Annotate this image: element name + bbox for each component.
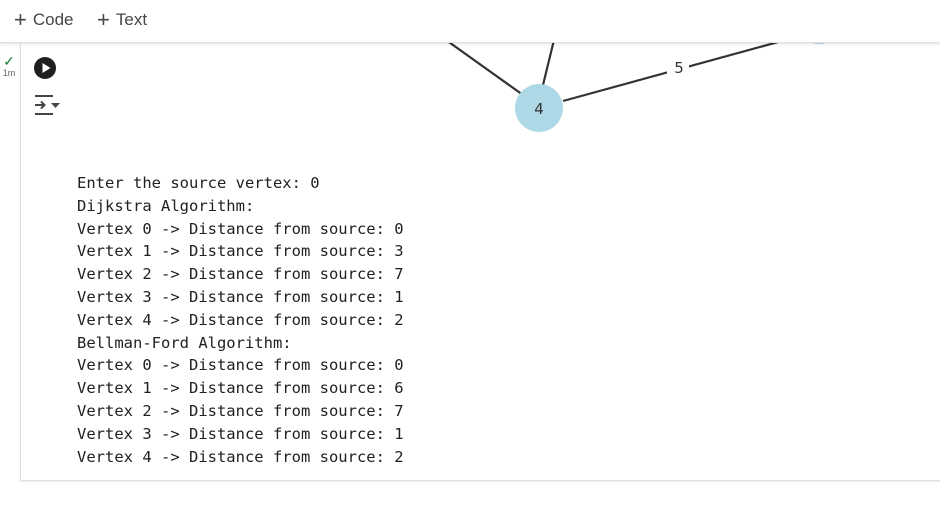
execution-time: 1m [2,68,16,78]
output-line: Enter the source vertex: 0 [77,174,320,192]
output-line: Vertex 4 -> Distance from source: 2 [77,447,404,466]
add-code-cell-button[interactable]: + Code [14,8,74,32]
code-cell [20,43,940,481]
add-code-label: Code [32,10,74,29]
node-label: 4 [534,100,544,118]
edge-label-bg [667,56,689,76]
output-line: Vertex 0 -> Distance from source: 0 [77,219,404,238]
output-line: Vertex 2 -> Distance from source: 7 [77,401,404,420]
check-icon: ✓ [3,53,15,69]
graph-node [515,84,563,132]
output-line: Vertex 1 -> Distance from source: 6 [77,379,404,398]
add-text-cell-button[interactable]: + Text [97,8,147,32]
output-line: Bellman-Ford Algorithm: [77,333,292,352]
output-line: Vertex 2 -> Distance from source: 7 [77,265,404,284]
output-line: Dijkstra Algorithm: [77,196,255,215]
graph-node [812,43,826,44]
edge-weight-label: 5 [674,59,684,77]
output-line: Vertex 3 -> Distance from source: 1 [77,424,404,443]
add-text-label: Text [115,10,148,29]
cell-output: Enter the source vertex: 0 Dijkstra Algo… [77,172,404,468]
output-line: Vertex 3 -> Distance from source: 1 [77,287,404,306]
output-line: Vertex 0 -> Distance from source: 0 [77,356,404,375]
output-collapse-icon[interactable] [32,93,60,117]
graph-plot: 5 4 [448,43,826,132]
output-line: Vertex 4 -> Distance from source: 2 [77,310,404,329]
play-icon[interactable] [33,56,57,80]
notebook-toolbar: + Code + Text [0,0,940,43]
execution-status: ✓ 1m [0,54,18,79]
plus-icon: + [97,7,110,32]
graph-edge [541,43,555,86]
plus-icon: + [14,7,27,32]
output-line: Vertex 1 -> Distance from source: 3 [77,242,404,261]
